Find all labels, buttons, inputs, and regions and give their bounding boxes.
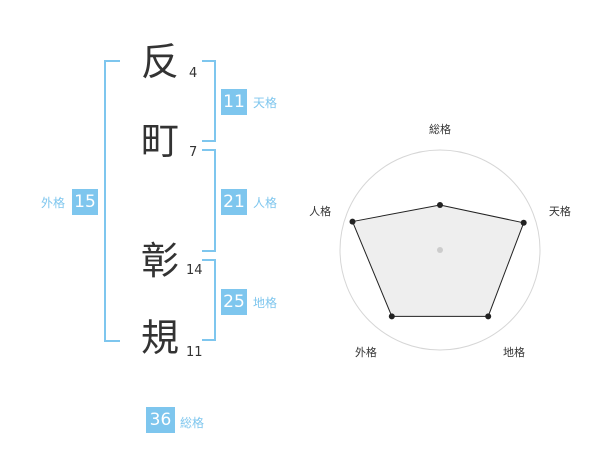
name-char-4: 規: [140, 316, 179, 360]
name-char-2: 町: [140, 119, 179, 163]
tenkaku-badge: 11: [221, 89, 247, 115]
radar-point-5: [349, 218, 356, 225]
radar-point-2: [520, 219, 527, 226]
name-char-1: 反: [140, 40, 179, 84]
radar-point-3: [485, 313, 492, 320]
name-char-3: 彰: [140, 239, 179, 283]
radar-polygon: [351, 204, 525, 317]
stroke-count-3: 14: [186, 263, 203, 278]
soukaku-badge: 36: [146, 407, 175, 433]
gaikaku-label: 外格: [41, 196, 66, 210]
stroke-count-2: 7: [189, 145, 198, 160]
radar-axis-label-3: 地格: [503, 345, 525, 359]
tenkaku-bracket: [202, 60, 216, 142]
radar-center-dot: [437, 247, 443, 253]
radar-axis-label-5: 人格: [309, 204, 331, 218]
jinkaku-badge: 21: [221, 189, 247, 215]
stroke-count-1: 4: [189, 66, 198, 81]
chikaku-label: 地格: [253, 296, 278, 310]
radar-axis-label-4: 外格: [355, 345, 377, 359]
soukaku-label: 総格: [180, 416, 205, 430]
stroke-count-4: 11: [186, 345, 203, 360]
gaikaku-bracket: [104, 60, 120, 342]
chikaku-badge: 25: [221, 289, 247, 315]
chikaku-bracket: [202, 259, 216, 341]
gaikaku-badge: 15: [72, 189, 98, 215]
jinkaku-bracket: [202, 149, 216, 252]
radar-axis-label-1: 総格: [429, 122, 451, 136]
radar-point-1: [437, 202, 443, 208]
radar-axis-label-2: 天格: [549, 204, 571, 218]
jinkaku-label: 人格: [253, 196, 278, 210]
tenkaku-label: 天格: [253, 96, 278, 110]
radar-point-4: [388, 313, 395, 320]
